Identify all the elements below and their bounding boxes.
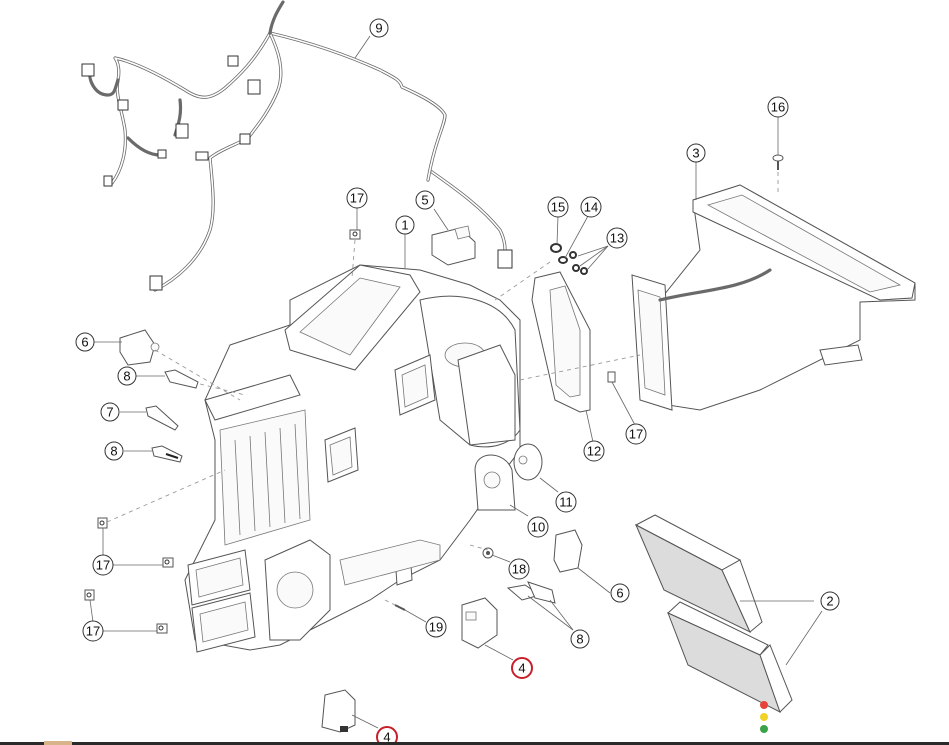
callout-label: 8	[110, 444, 117, 459]
sensor	[164, 369, 199, 389]
callout-label: 9	[375, 21, 382, 36]
foam-seal-small	[513, 443, 543, 481]
sensor	[506, 581, 556, 604]
clip-nut	[162, 557, 174, 568]
callout-14: 14	[580, 196, 602, 218]
harness-connector	[247, 79, 261, 95]
callout-label: 8	[576, 632, 583, 647]
blower-control-module	[431, 225, 476, 266]
callout-5: 5	[415, 190, 435, 210]
callout-label: 11	[559, 495, 573, 510]
callout-label: 8	[123, 369, 130, 384]
screw	[394, 604, 406, 611]
status-dot-yellow	[760, 713, 768, 721]
callout-label: 6	[81, 335, 88, 350]
callout-label: 4	[518, 661, 525, 676]
callout-6: 6	[75, 332, 95, 352]
cabin-air-filter	[634, 514, 763, 634]
callout-4-highlighted[interactable]: 4	[376, 726, 398, 745]
callout-6: 6	[610, 583, 630, 603]
callout-12: 12	[583, 440, 605, 462]
bottom-tab	[44, 741, 72, 745]
callout-18: 18	[508, 558, 530, 580]
heater-housing	[184, 264, 521, 653]
callout-17: 17	[92, 554, 114, 576]
callout-3: 3	[686, 143, 706, 163]
callout-label: 12	[587, 444, 601, 459]
callout-label: 3	[692, 146, 699, 161]
callout-label: 15	[551, 200, 565, 215]
actuator	[119, 329, 160, 366]
screw	[772, 154, 784, 170]
status-dot-green	[760, 725, 768, 733]
air-inlet-duct	[631, 184, 916, 411]
actuator	[553, 529, 583, 573]
temperature-sensor	[145, 405, 179, 431]
callout-label: 18	[512, 562, 526, 577]
callout-10: 10	[527, 516, 549, 538]
harness-connector	[195, 151, 209, 161]
duct-seal	[531, 271, 591, 413]
callout-label: 14	[584, 200, 598, 215]
callout-7: 7	[100, 402, 120, 422]
callout-1: 1	[395, 215, 415, 235]
leader-lines	[89, 35, 823, 729]
callout-label: 13	[610, 231, 624, 246]
harness-connector	[239, 133, 251, 145]
callout-19: 19	[425, 616, 447, 638]
callout-label: 17	[629, 427, 643, 442]
wiring-harness	[81, 0, 513, 292]
sensor	[151, 445, 183, 463]
harness-connector	[149, 275, 163, 291]
callout-8: 8	[117, 366, 137, 386]
clip-nut	[156, 623, 168, 634]
clip-nut	[84, 589, 95, 601]
callout-label: 19	[429, 620, 443, 635]
callout-16: 16	[767, 96, 789, 118]
callout-label: 10	[531, 520, 545, 535]
harness-connector	[117, 99, 129, 111]
harness-connector	[103, 175, 113, 187]
harness-connector	[81, 63, 95, 77]
callout-2: 2	[820, 591, 840, 611]
callout-15: 15	[547, 196, 569, 218]
cabin-air-filter	[667, 601, 793, 714]
status-dot-red	[760, 701, 768, 709]
callout-label: 7	[106, 405, 113, 420]
callout-17: 17	[625, 423, 647, 445]
callout-4-highlighted[interactable]: 4	[511, 657, 533, 679]
callout-8: 8	[570, 629, 590, 649]
callout-label: 1	[401, 218, 408, 233]
callout-9: 9	[369, 18, 389, 38]
callout-11: 11	[555, 491, 577, 513]
harness-connector	[497, 249, 513, 269]
callout-label: 2	[826, 594, 833, 609]
o-rings	[550, 243, 588, 275]
bottom-border	[0, 742, 949, 745]
clip-nut	[607, 371, 616, 383]
actuator-motor	[461, 597, 498, 649]
clip-nut	[97, 517, 108, 529]
callout-label: 5	[421, 193, 428, 208]
callout-label: 16	[771, 100, 785, 115]
callout-17: 17	[346, 187, 368, 209]
foam-seal-large	[474, 454, 516, 511]
harness-connector	[227, 55, 239, 67]
callout-8: 8	[104, 441, 124, 461]
actuator-motor	[321, 689, 356, 733]
nut	[482, 547, 494, 559]
harness-connector	[175, 123, 189, 139]
callout-17: 17	[82, 620, 104, 642]
callout-label: 17	[96, 558, 110, 573]
callout-label: 17	[350, 191, 364, 206]
assembly-lines	[106, 172, 779, 606]
callout-label: 4	[383, 730, 390, 745]
clip-nut	[349, 229, 361, 240]
callout-13: 13	[606, 227, 628, 249]
callout-label: 6	[616, 586, 623, 601]
harness-connector	[157, 149, 167, 159]
callout-label: 17	[86, 624, 100, 639]
